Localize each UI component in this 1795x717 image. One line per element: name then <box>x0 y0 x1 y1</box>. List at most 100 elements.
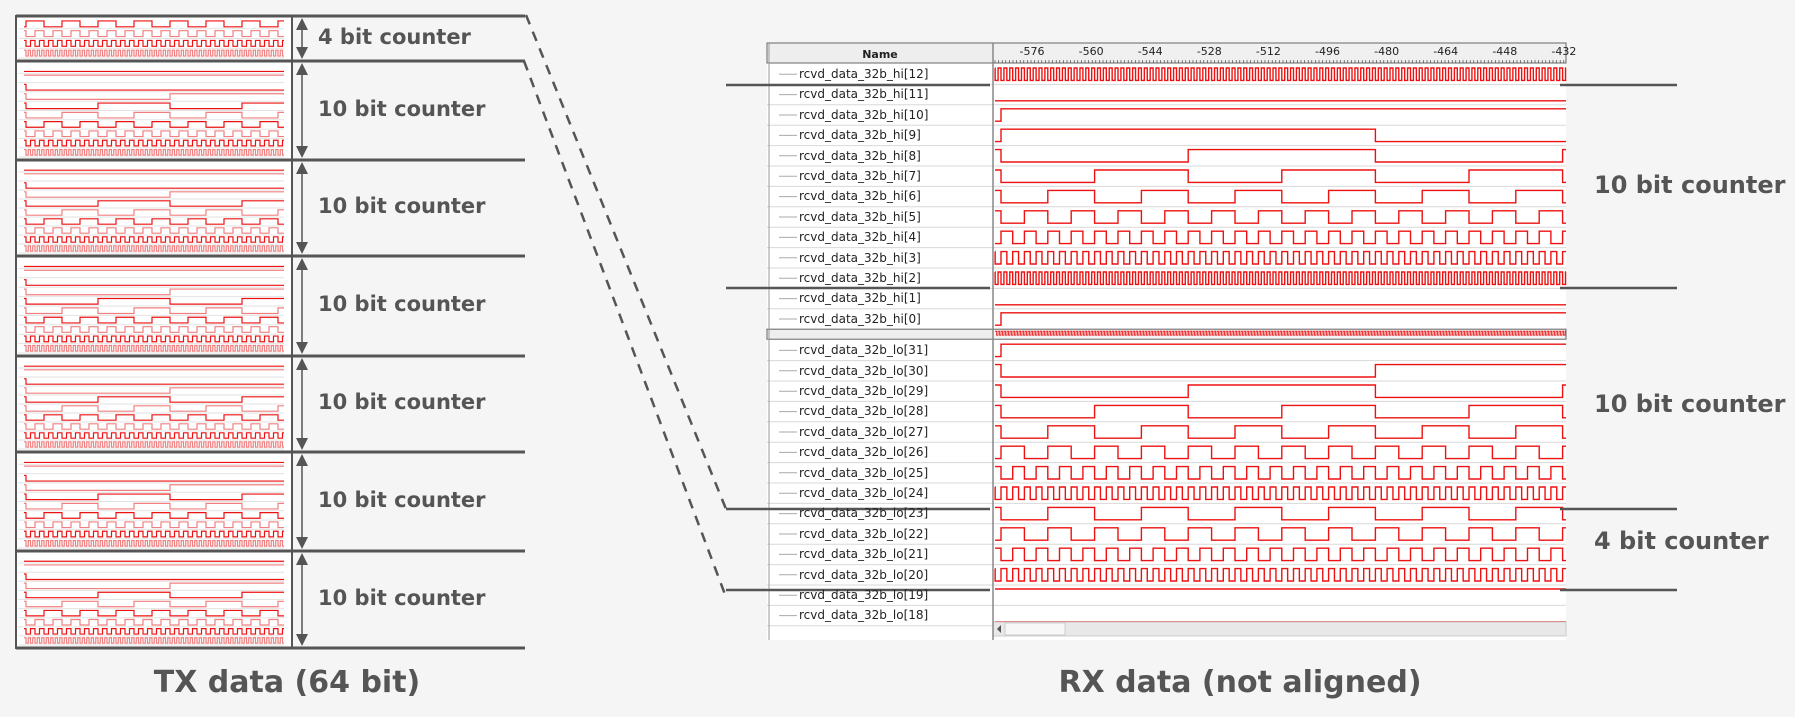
rx-segment-label: 10 bit counter <box>1594 390 1786 418</box>
rx-waveform <box>995 547 1566 562</box>
name-header-text: Name <box>862 48 898 61</box>
rx-signal-name[interactable]: rcvd_data_32b_hi[10] <box>799 107 929 122</box>
tx-waveform <box>24 521 284 529</box>
tx-waveform <box>24 637 284 644</box>
arrow-down-icon <box>296 634 308 646</box>
rx-waveform <box>995 384 1566 399</box>
horizontal-scrollbar[interactable] <box>992 621 1567 637</box>
tx-caption: TX data (64 bit) <box>153 665 421 700</box>
rx-signal-name[interactable]: rcvd_data_32b_lo[20] <box>799 567 929 582</box>
rx-signal-name[interactable]: rcvd_data_32b_hi[8] <box>799 148 921 163</box>
tx-segment-label: 10 bit counter <box>318 194 486 218</box>
rx-signal-name[interactable]: rcvd_data_32b_hi[11] <box>799 87 929 102</box>
tx-waveform <box>24 209 284 216</box>
tx-waveform <box>24 236 284 243</box>
tx-segment-label: 10 bit counter <box>318 96 486 121</box>
rx-signal-name[interactable]: rcvd_data_32b_hi[4] <box>799 230 921 245</box>
arrow-down-icon <box>296 47 308 59</box>
tx-waveform <box>24 139 284 147</box>
tx-waveform <box>24 130 284 138</box>
tx-waveform <box>24 245 284 252</box>
rx-signal-name[interactable]: rcvd_data_32b_hi[5] <box>799 209 921 224</box>
rx-signal-name[interactable]: rcvd_data_32b_lo[22] <box>799 526 929 541</box>
rx-signal-name[interactable]: rcvd_data_32b_hi[3] <box>799 250 921 265</box>
tx-waveform <box>24 582 284 590</box>
rx-signal-name[interactable]: rcvd_data_32b_lo[31] <box>799 343 929 358</box>
rx-signal-name[interactable]: rcvd_data_32b_lo[24] <box>799 486 929 500</box>
rx-waveform <box>995 404 1566 419</box>
time-tick-label: -464 <box>1433 45 1458 58</box>
arrow-down-icon <box>296 438 308 450</box>
rx-panel: Name-576-560-544-528-512-496-480-464-448… <box>726 42 1677 640</box>
arrow-up-icon <box>296 454 308 466</box>
rx-signal-name[interactable]: rcvd_data_32b_lo[28] <box>799 404 929 419</box>
tx-segment <box>18 20 284 59</box>
tx-waveform <box>24 326 284 333</box>
arrow-up-icon <box>296 162 308 174</box>
tx-waveform <box>24 530 284 538</box>
arrow-up-icon <box>296 358 308 370</box>
tx-waveform <box>24 297 284 305</box>
arrow-down-icon <box>296 537 308 549</box>
arrow-down-icon <box>296 242 308 254</box>
rx-waveform <box>995 465 1566 480</box>
rx-signal-name[interactable]: rcvd_data_32b_lo[21] <box>799 547 929 562</box>
tx-segment <box>18 70 284 158</box>
rx-signal-name[interactable]: rcvd_data_32b_lo[26] <box>799 445 929 460</box>
rx-signal-name[interactable]: rcvd_data_32b_hi[12] <box>799 67 929 81</box>
rx-waveform <box>995 527 1566 541</box>
rx-signal-name[interactable]: rcvd_data_32b_lo[30] <box>799 363 929 378</box>
tx-waveform <box>24 49 284 57</box>
rx-waveform <box>994 67 1567 82</box>
rx-signal-name[interactable]: rcvd_data_32b_hi[0] <box>799 311 921 326</box>
tx-waveform <box>24 441 284 448</box>
rx-signal-name[interactable]: rcvd_data_32b_hi[9] <box>799 128 921 143</box>
rx-signal-name[interactable]: rcvd_data_32b_lo[19] <box>799 588 929 602</box>
rx-waveform <box>995 148 1566 163</box>
rx-signal-name[interactable]: rcvd_data_32b_hi[7] <box>799 169 921 183</box>
tx-segment <box>18 169 284 254</box>
tx-waveform <box>24 102 284 110</box>
tx-waveform <box>24 591 284 599</box>
rx-waveform <box>995 108 1566 122</box>
rx-waveform <box>995 343 1566 358</box>
tx-waveform <box>24 191 284 198</box>
rx-waveform <box>994 271 1567 286</box>
rx-signal-name[interactable]: rcvd_data_32b_hi[6] <box>799 189 921 204</box>
tx-waveform <box>24 396 284 403</box>
scrollbar-thumb[interactable] <box>1004 622 1066 636</box>
time-tick-label: -528 <box>1197 45 1222 58</box>
tx-waveform <box>24 20 284 28</box>
rx-signal-name[interactable]: rcvd_data_32b_lo[27] <box>799 424 929 439</box>
tx-waveform <box>24 423 284 430</box>
rx-waveform <box>995 363 1566 378</box>
arrow-up-icon <box>296 18 308 30</box>
tx-panel <box>15 14 525 650</box>
rx-segment-label: 10 bit counter <box>1594 171 1786 199</box>
dashed-connector <box>524 14 728 510</box>
tx-segment-label: 10 bit counter <box>318 487 486 512</box>
tx-waveform <box>24 378 284 385</box>
rx-signal-name[interactable]: rcvd_data_32b_lo[25] <box>799 465 929 480</box>
rx-signal-name[interactable]: rcvd_data_32b_lo[23] <box>799 506 929 521</box>
tx-waveform <box>24 493 284 501</box>
tx-waveform <box>24 573 284 581</box>
tx-waveform <box>24 227 284 234</box>
rx-signal-name[interactable]: rcvd_data_32b_hi[2] <box>799 271 921 285</box>
rx-signal-name[interactable]: rcvd_data_32b_lo[18] <box>799 608 929 623</box>
tx-waveform <box>24 316 284 324</box>
tx-waveform <box>24 121 284 128</box>
rx-signal-name[interactable]: rcvd_data_32b_lo[29] <box>799 384 929 398</box>
rx-signal-name[interactable]: rcvd_data_32b_hi[1] <box>799 291 921 306</box>
tx-waveform <box>24 600 284 608</box>
tx-segment-label: 10 bit counter <box>318 585 486 610</box>
rx-waveform <box>995 210 1566 224</box>
rx-waveform <box>994 567 1566 582</box>
tx-segment <box>18 560 284 646</box>
tx-segment <box>18 265 284 354</box>
scroll-left-icon[interactable] <box>997 625 1001 633</box>
rx-waveform <box>995 506 1566 521</box>
tx-waveform <box>24 30 284 38</box>
tx-segment-label: 10 bit counter <box>318 390 486 414</box>
rx-waveform <box>995 189 1566 204</box>
